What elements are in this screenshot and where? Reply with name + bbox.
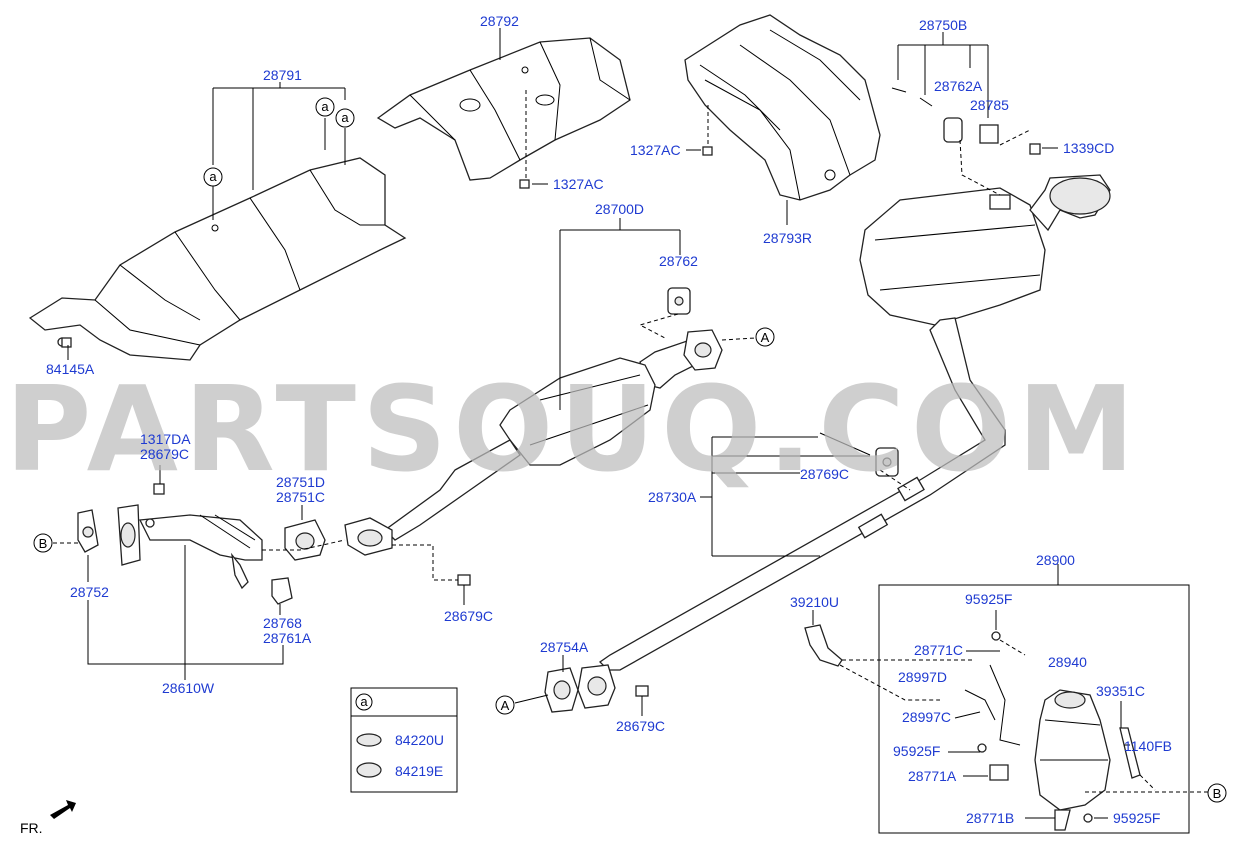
bracket-28771a [989,764,1009,781]
label-28771a: 28771A [908,768,957,784]
legend-item-84220u: 84220U [395,732,444,748]
orientation-indicator: FR. [20,800,76,836]
leader-lines [53,28,1208,819]
label-28750b: 28750B [919,17,967,33]
label-1327ac-2: 1327AC [630,142,681,158]
watermark: PARTSOUQ.COM [5,360,1141,498]
legend-header: a [360,694,368,709]
svg-text:a: a [341,110,349,125]
front-pipe [117,504,293,605]
bracket-28785 [979,124,999,144]
label-28762: 28762 [659,253,698,269]
label-28679c-1: 28679C [140,446,189,462]
nut-icon [635,685,649,697]
callout-a-1: a [203,167,223,187]
label-28679c-2: 28679C [444,608,493,624]
callout-B-left: B [33,533,53,553]
label-95925f-3: 95925F [1113,810,1160,826]
label-84145a: 84145A [46,361,95,377]
legend-item-84219e: 84219E [395,763,443,779]
heat-shield-28791 [28,157,407,361]
label-28754a: 28754A [540,639,589,655]
nut-icon [519,179,530,189]
svg-text:B: B [39,536,48,551]
label-95925f-2: 95925F [893,743,940,759]
callout-a-3: a [335,108,355,128]
callout-a-2: a [315,97,335,117]
label-39210u: 39210U [790,594,839,610]
svg-text:A: A [761,330,770,345]
callout-B-right: B [1207,783,1227,803]
label-28771b: 28771B [966,810,1014,826]
label-28997c: 28997C [902,709,951,725]
callout-A-right: A [755,327,775,347]
label-28997d: 28997D [898,669,947,685]
label-39351c: 39351C [1096,683,1145,699]
svg-text:B: B [1213,786,1222,801]
rear-muffler [859,174,1111,326]
label-28730a: 28730A [648,489,697,505]
label-28762a: 28762A [934,78,983,94]
svg-text:a: a [321,99,329,114]
heat-shield-28792 [376,37,631,181]
callout-A-left: A [495,695,515,715]
legend-box: a 84220U 84219E [350,687,458,793]
label-28900: 28900 [1036,552,1075,568]
nut-icon [702,146,713,156]
label-28761a: 28761A [263,630,312,646]
label-1327ac-1: 1327AC [553,176,604,192]
arrow-icon [50,800,76,819]
label-1140fb: 1140FB [1124,738,1172,754]
svg-text:A: A [501,698,510,713]
fr-label: FR. [20,820,43,836]
label-28792: 28792 [480,13,519,29]
assembly-box-28900 [878,584,1190,834]
label-28679c-3: 28679C [616,718,665,734]
label-28769c: 28769C [800,466,849,482]
clip-icon [356,733,382,747]
label-28791: 28791 [263,67,302,83]
label-28610w: 28610W [162,680,215,696]
label-28785: 28785 [970,97,1009,113]
grommet-icon [356,762,382,778]
warm-up-catalytic-converter [1034,689,1111,831]
label-95925f-1: 95925F [965,591,1012,607]
nut-icon [1029,143,1041,155]
rubber-hanger-28762a [943,117,963,143]
label-28751c: 28751C [276,489,325,505]
label-28793r: 28793R [763,230,812,246]
label-28940: 28940 [1048,654,1087,670]
nut-icon [153,483,165,495]
nut-icon [457,574,471,586]
nut-icon [61,337,72,348]
svg-text:a: a [209,169,217,184]
label-28768: 28768 [263,615,302,631]
center-converter [344,329,723,556]
label-28752: 28752 [70,584,109,600]
oxygen-sensor [804,624,843,667]
label-28751d: 28751D [276,474,325,490]
part-labels: 28791 84145A 28792 1327AC 1327AC 28793R … [46,13,1172,826]
label-28700d: 28700D [595,201,644,217]
label-1339cd: 1339CD [1063,140,1114,156]
heat-shield-28793r [684,14,881,201]
label-1317da: 1317DA [140,431,191,447]
label-28771c: 28771C [914,642,963,658]
